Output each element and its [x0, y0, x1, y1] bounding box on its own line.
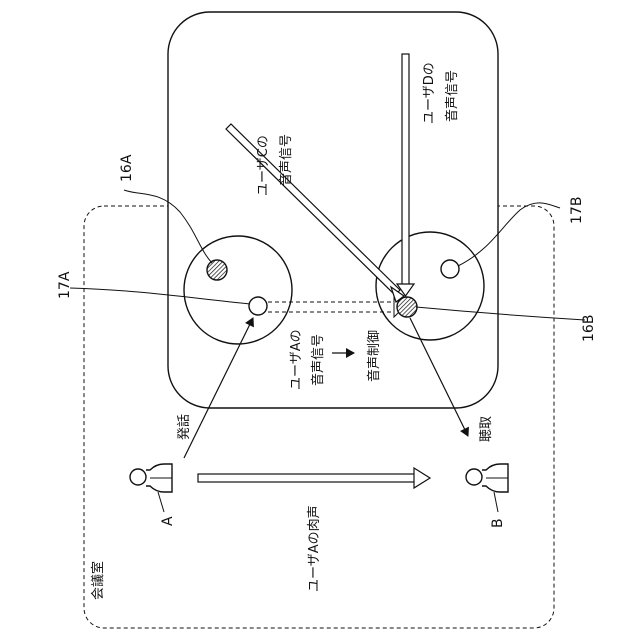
open-marker-17b	[441, 260, 459, 278]
label-17a: 17A	[57, 271, 73, 299]
meeting-room-label: 会議室	[90, 561, 106, 600]
arrow-user-d-signal	[402, 54, 409, 286]
text-live-voice: ユーザAの肉声	[307, 505, 322, 592]
open-marker-17a	[249, 297, 267, 315]
arrow-live-voice	[198, 474, 416, 482]
text-user-d-line2: 音声信号	[444, 70, 460, 122]
text-user-a-line1: ユーザAの	[289, 329, 304, 390]
text-audio-control: 音声制御	[366, 330, 382, 382]
hatched-marker-16b	[397, 297, 417, 317]
person-a-icon	[130, 464, 172, 492]
label-user-a: A	[160, 516, 176, 526]
text-speech: 発話	[176, 414, 192, 440]
text-user-a-line2: 音声信号	[310, 334, 326, 386]
text-user-c-line2: 音声信号	[278, 134, 294, 186]
arrow-live-voice-head	[414, 468, 430, 488]
label-16a: 16A	[119, 154, 135, 182]
label-17b: 17B	[569, 197, 585, 224]
text-user-d-line1: ユーザDの	[422, 62, 437, 124]
label-user-b: B	[490, 518, 506, 528]
leader-user-a	[158, 492, 164, 512]
text-user-c-line1: ユーザCの	[256, 135, 271, 196]
text-listening: 聴取	[479, 416, 494, 442]
person-b-icon	[466, 464, 508, 492]
hatched-marker-16a	[207, 260, 227, 280]
label-16b: 16B	[581, 315, 597, 342]
leader-user-b	[494, 492, 498, 512]
